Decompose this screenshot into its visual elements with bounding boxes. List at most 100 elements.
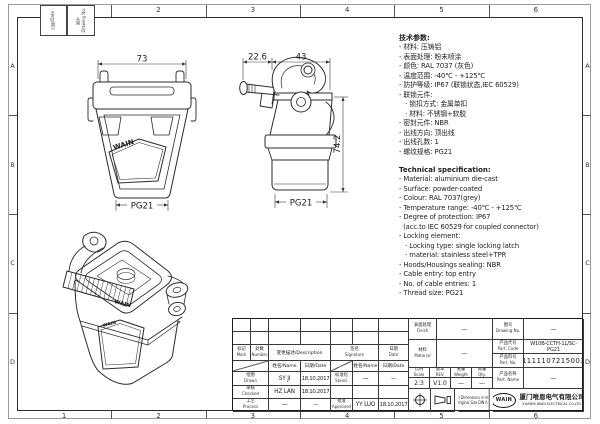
revision-description-header: 变更描述/Description xyxy=(269,345,331,361)
revision-empty-cell xyxy=(233,332,251,345)
spec-line: - Degree of protection: IP67 xyxy=(399,213,491,221)
front-view-outline xyxy=(87,70,197,199)
grid-col-label: 2 xyxy=(156,412,161,420)
label-cn: 比例 xyxy=(414,368,424,372)
spec-line: - Colour: RAL 7037(grey) xyxy=(399,194,481,202)
revision-empty-cell xyxy=(233,319,251,332)
iso-front-logo: WAIN xyxy=(102,320,117,329)
checked-date: 18.10.2017 xyxy=(301,386,331,399)
revision-empty-cell xyxy=(379,319,409,332)
grid-row-label: C xyxy=(585,259,590,268)
revision-empty-cell xyxy=(251,332,269,345)
label-cn: 表面处理 xyxy=(413,323,432,329)
corner-tag: 图号 xyxy=(74,16,80,25)
spec-line: - 螺纹规格: PG21 xyxy=(399,147,453,156)
spec-line: · Locking type: single locking latch xyxy=(399,241,520,250)
revision-empty-cell xyxy=(331,332,353,345)
label-en: Part. Name xyxy=(496,377,520,383)
label-cn: 产品料号 xyxy=(499,354,517,360)
name-subheader: 姓名/Name xyxy=(269,361,301,372)
isometric-view-drawing: WAIN WAIN xyxy=(62,231,189,385)
label-en: Part. Code xyxy=(497,345,519,351)
specs-cn-lines: - 材料: 压铸铝- 表面处理: 粉末喷涂- 颜色: RAL 7037 (灰色)… xyxy=(399,43,583,157)
part-code-value: W10B-CCTH-1L/SC-PG21 xyxy=(524,340,584,354)
spec-line: - No. of cable entries: 1 xyxy=(399,279,477,288)
label-cn: 处数 xyxy=(255,346,264,352)
revision-empty-cell xyxy=(301,332,331,345)
label-en: Signature xyxy=(344,351,365,357)
spec-line: - 密封元件: NBR xyxy=(399,119,449,127)
spec-line: · 锁扣方式: 金属单扣 xyxy=(399,100,468,108)
grid-col-label: 6 xyxy=(533,412,539,420)
side-dim-right: 43 xyxy=(296,53,307,63)
grid-row-label: D xyxy=(584,357,590,366)
grid-row-label: D xyxy=(9,357,15,366)
note-line: Original Size DIN A 4 xyxy=(458,400,490,405)
grid-col-label: 2 xyxy=(156,6,161,14)
standardized-name: — xyxy=(353,372,379,386)
rev-header: 版本 REV. xyxy=(430,368,451,378)
process-label: 工艺 Process xyxy=(233,399,269,412)
revision-empty-cell xyxy=(251,319,269,332)
label-cn: 批准 xyxy=(337,399,346,405)
tick-mark xyxy=(489,5,490,17)
corner-reference-cell-left: 日期/Date xyxy=(40,5,67,36)
projection-symbol-cell xyxy=(431,389,455,412)
spec-line: - 材料: 压铸铝 xyxy=(399,43,442,51)
grid-col-label: 4 xyxy=(344,412,350,420)
grid-col-label: 1 xyxy=(61,412,67,420)
spec-line: · 材料: 不锈钢+软胶 xyxy=(399,109,467,118)
name-subheader: 姓名/Name xyxy=(353,361,379,372)
revision-empty-cell xyxy=(379,332,409,345)
grid-col-label: 3 xyxy=(250,412,256,420)
drawn-name: SY JI xyxy=(269,372,301,386)
tick-mark xyxy=(489,411,490,419)
rev-value: V1.0 xyxy=(430,378,451,389)
side-thread-dimension: PG21 xyxy=(290,199,313,209)
spec-line: - 温度范围: -40℃ - +125℃ xyxy=(399,71,486,80)
revision-signature-header: 签名 Signature xyxy=(331,345,379,361)
spec-line: · material: stainless steel+TPR xyxy=(399,251,507,259)
front-thread-dimension: PG21 xyxy=(131,202,154,212)
label-en: Drawing No. xyxy=(495,328,521,334)
weight-header: 重量 Weight xyxy=(451,368,472,378)
label-en: Part. No. xyxy=(499,359,517,365)
revision-mark-header: 标记 Mark xyxy=(233,345,251,361)
label-cn: 数量 xyxy=(477,368,487,372)
grid-row-label: C xyxy=(10,259,15,268)
tick-mark xyxy=(394,411,395,419)
dimension-note: All Dimensions in mm Original Size DIN A… xyxy=(458,389,490,412)
spec-line: - 联锁元件: xyxy=(399,90,433,99)
scale-value: 2:3 xyxy=(409,378,430,389)
empty-cell xyxy=(353,386,379,399)
label-cn: 版本 xyxy=(435,368,445,372)
front-width-dimension: 73 xyxy=(137,55,148,65)
spec-line: - 出线孔数: 1 xyxy=(399,138,439,146)
side-height-dimension: 74.2 xyxy=(333,135,343,154)
label-cn: 审核 xyxy=(246,386,255,392)
drawn-date: 18.10.2017 xyxy=(301,372,331,386)
spec-line: (acc.to IEC 60529 for coupled connector) xyxy=(399,222,539,231)
spec-line: - Temperature range: -40℃ - +125℃ xyxy=(399,203,522,212)
qty-value: — xyxy=(472,378,493,389)
approved-name: YY LUO xyxy=(353,399,379,412)
tick-mark xyxy=(9,115,17,116)
empty-cell xyxy=(379,386,409,399)
label-en: Scale xyxy=(413,371,425,377)
label-en: Checked xyxy=(241,391,260,397)
spec-line: - Surface: powder-coated xyxy=(399,184,483,193)
revision-empty-cell xyxy=(269,319,301,332)
sheet-outer-border xyxy=(8,4,591,419)
crosshair-symbol-icon xyxy=(412,393,427,407)
title-block: 标记 Mark 处数 Number 变更描述/Description 签名 Si… xyxy=(232,318,584,412)
label-en: Qty. xyxy=(478,371,486,377)
label-cn: 日期 xyxy=(389,346,398,352)
label-en: Weight xyxy=(454,371,468,377)
grid-col-label: 3 xyxy=(250,6,256,14)
date-subheader: 日期/Date xyxy=(379,361,409,372)
spec-line: - 出线方向: 顶出线 xyxy=(399,128,455,137)
specs-en-title: Technical specification: xyxy=(399,166,491,174)
side-view-outline xyxy=(239,56,337,191)
qty-header: 数量 Qty. xyxy=(472,368,493,378)
